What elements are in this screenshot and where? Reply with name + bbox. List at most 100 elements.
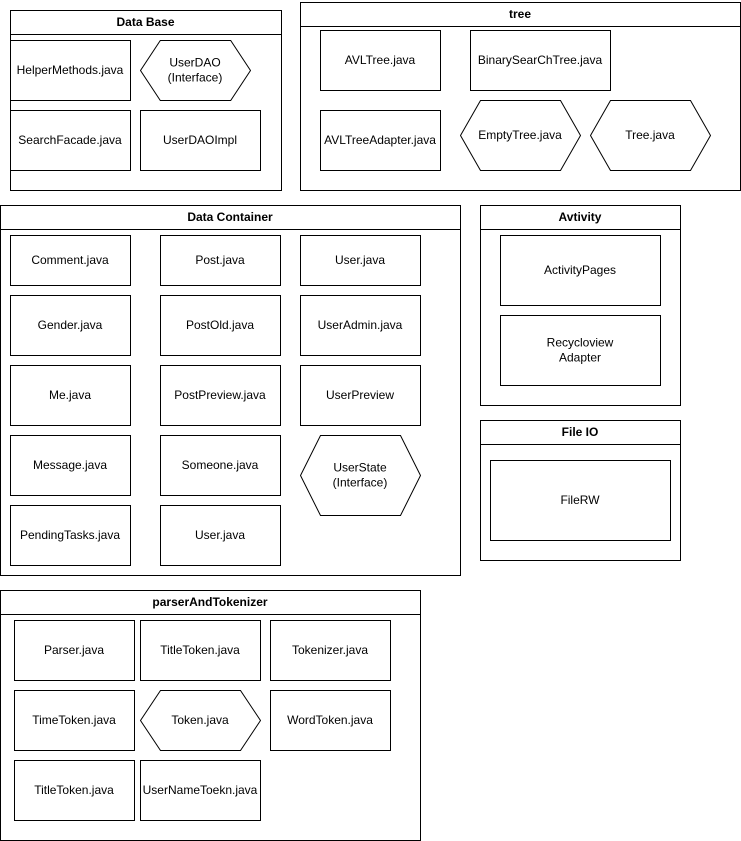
class-label: UserDAOImpl [163, 133, 237, 147]
rect-shape [10, 435, 131, 496]
rect-shape [140, 620, 261, 681]
class-usernametoekn-java: UserNameToekn.java [140, 760, 261, 821]
class-userpreview: UserPreview [300, 365, 421, 426]
rect-shape [140, 760, 261, 821]
class-message-java: Message.java [10, 435, 131, 496]
rect-shape [10, 40, 131, 101]
rect-shape [160, 435, 281, 496]
class-label: Me.java [49, 388, 91, 402]
class-label: PostPreview.java [174, 388, 266, 402]
class-timetoken-java: TimeToken.java [14, 690, 135, 751]
rect-shape [300, 365, 421, 426]
package-fileio: File IO FileRW [480, 420, 681, 561]
class-wordtoken-java: WordToken.java [270, 690, 391, 751]
rect-shape [160, 235, 281, 286]
rect-shape [470, 30, 611, 91]
class-avltreeadapter-java: AVLTreeAdapter.java [320, 110, 441, 171]
rect-shape [300, 295, 421, 356]
package-title: File IO [562, 425, 599, 439]
hexagon-shape [139, 40, 252, 101]
class-label: Someone.java [182, 458, 259, 472]
class-useradmin-java: UserAdmin.java [300, 295, 421, 356]
class-label: Message.java [33, 458, 107, 472]
class-label: TitleToken.java [160, 643, 240, 657]
class-someone-java: Someone.java [160, 435, 281, 496]
rect-shape [500, 315, 661, 386]
rect-shape [14, 620, 135, 681]
package-title: Data Container [187, 210, 273, 224]
rect-shape [10, 505, 131, 566]
class-postpreview-java: PostPreview.java [160, 365, 281, 426]
rect-shape [160, 365, 281, 426]
rect-shape [14, 760, 135, 821]
class-label: User.java [195, 528, 245, 542]
class-label: UserPreview [326, 388, 394, 402]
class-label: User.java [335, 253, 385, 267]
rect-shape [10, 235, 131, 286]
class-pendingtasks-java: PendingTasks.java [10, 505, 131, 566]
class-label: UserDAO(Interface) [168, 56, 223, 85]
class-tokenizer-java: Tokenizer.java [270, 620, 391, 681]
hexagon-shape [299, 435, 422, 516]
class-label: Tokenizer.java [292, 643, 368, 657]
class-label: PostOld.java [186, 318, 254, 332]
interface-tree-java: Tree.java [589, 100, 712, 171]
class-label: FileRW [560, 493, 600, 507]
class-label: Gender.java [38, 318, 103, 332]
class-activitypages: ActivityPages [500, 235, 661, 306]
class-post-java: Post.java [160, 235, 281, 286]
hexagon-shape [459, 100, 582, 171]
class-label: Token.java [171, 713, 229, 727]
class-label: HelperMethods.java [17, 63, 124, 77]
package-title: Data Base [116, 15, 174, 29]
rect-shape [10, 295, 131, 356]
class-label: Tree.java [625, 128, 675, 142]
class-userdaoimpl: UserDAOImpl [140, 110, 261, 171]
class-user-java: User.java [300, 235, 421, 286]
interface-userstate-interface: UserState(Interface) [299, 435, 422, 516]
rect-shape [14, 690, 135, 751]
class-label: SearchFacade.java [18, 133, 122, 147]
class-label: UserAdmin.java [318, 318, 403, 332]
rect-shape [10, 110, 131, 171]
class-label: WordToken.java [287, 713, 373, 727]
class-postold-java: PostOld.java [160, 295, 281, 356]
hexagon-shape [589, 100, 712, 171]
interface-userdao-interface: UserDAO(Interface) [139, 40, 252, 101]
class-label: UserNameToekn.java [143, 783, 258, 797]
rect-shape [270, 620, 391, 681]
class-label: Parser.java [44, 643, 104, 657]
rect-shape [490, 460, 671, 541]
class-label: EmptyTree.java [478, 128, 562, 142]
class-label: Comment.java [31, 253, 109, 267]
class-label: AVLTreeAdapter.java [324, 133, 436, 147]
interface-emptytree-java: EmptyTree.java [459, 100, 582, 171]
rect-shape [10, 365, 131, 426]
rect-shape [320, 30, 441, 91]
class-helpermethods-java: HelperMethods.java [10, 40, 131, 101]
rect-shape [320, 110, 441, 171]
class-label: UserState(Interface) [333, 461, 388, 490]
class-label: BinarySearChTree.java [478, 53, 603, 67]
class-user-java: User.java [160, 505, 281, 566]
class-gender-java: Gender.java [10, 295, 131, 356]
rect-shape [140, 110, 261, 171]
class-label: PendingTasks.java [20, 528, 120, 542]
interface-token-java: Token.java [139, 690, 262, 751]
rect-shape [160, 295, 281, 356]
rect-shape [160, 505, 281, 566]
package-title: parserAndTokenizer [152, 595, 267, 609]
class-label: ActivityPages [544, 263, 616, 277]
class-label: TimeToken.java [32, 713, 116, 727]
class-binarysearchtree-java: BinarySearChTree.java [470, 30, 611, 91]
class-titletoken-java: TitleToken.java [14, 760, 135, 821]
rect-shape [300, 235, 421, 286]
